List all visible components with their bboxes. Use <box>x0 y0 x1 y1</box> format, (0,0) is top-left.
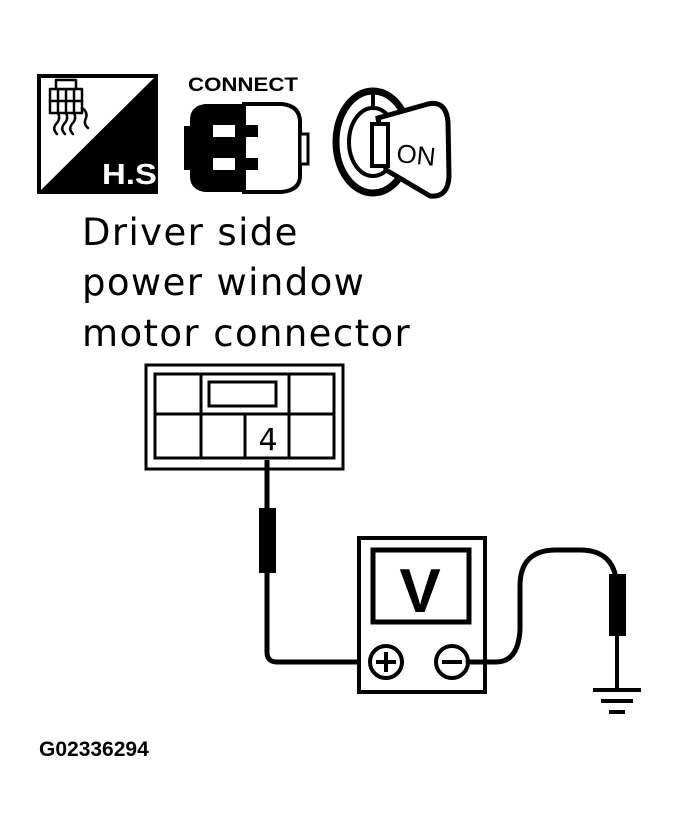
negative-probe-lead <box>465 547 626 688</box>
minus-terminal-icon <box>434 644 470 680</box>
positive-probe-lead <box>259 460 373 665</box>
plus-terminal-icon <box>368 644 404 680</box>
connector-label-line3: motor connector <box>82 312 411 355</box>
meter-display: V <box>399 557 440 626</box>
motor-connector: 4 <box>144 363 345 471</box>
figure-id: G02336294 <box>39 738 149 761</box>
connector-label-line2: power window <box>82 261 365 304</box>
connect-label: CONNECT <box>188 75 298 96</box>
ground-icon <box>593 688 641 714</box>
connector-connect-icon: CONNECT <box>184 75 310 194</box>
ignition-key-on-icon: ON <box>332 87 452 199</box>
connector-label-line1: Driver side <box>82 211 299 254</box>
terminal-number: 4 <box>258 423 277 458</box>
ignition-on-label: ON <box>395 138 437 172</box>
voltmeter-icon: V <box>357 536 487 694</box>
harness-side-icon: H.S. <box>37 74 166 194</box>
harness-side-label: H.S. <box>102 159 166 191</box>
